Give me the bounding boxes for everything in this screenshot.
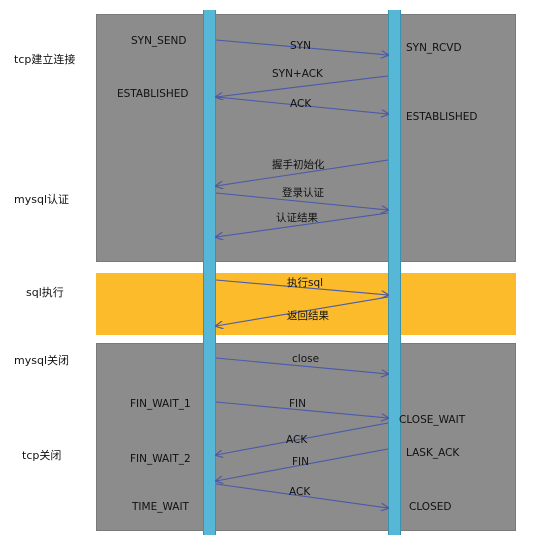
arrow-return-result: [216, 296, 389, 326]
section-label-tcp-connect: tcp建立连接: [14, 53, 76, 66]
msg-label-ack-2: ACK: [286, 434, 308, 446]
section-label-mysql-auth: mysql认证: [14, 193, 69, 206]
arrow-handshake-init: [216, 159, 389, 186]
server-state-syn-rcvd: SYN_RCVD: [406, 42, 462, 54]
arrow-auth-result: [216, 212, 389, 237]
arrow-fin-2: [216, 448, 389, 481]
msg-label-ack-1: ACK: [290, 98, 312, 110]
band-close: [96, 343, 516, 531]
msg-label-login-auth: 登录认证: [282, 187, 324, 199]
arrow-ack-3: [215, 483, 388, 508]
band-connection-auth: [96, 14, 516, 262]
server-lifeline: [388, 10, 401, 535]
msg-label-return-result: 返回结果: [287, 310, 329, 322]
arrow-fin-1: [215, 401, 388, 418]
client-state-fin-wait-2: FIN_WAIT_2: [130, 453, 191, 465]
section-label-sql-exec: sql执行: [26, 286, 64, 299]
arrow-ack-1: [215, 96, 388, 114]
msg-label-fin-2: FIN: [292, 456, 309, 468]
server-state-closed: CLOSED: [409, 501, 452, 513]
server-state-lask-ack: LASK_ACK: [406, 447, 460, 459]
client-state-established: ESTABLISHED: [117, 88, 189, 100]
client-lifeline: [203, 10, 216, 535]
arrow-login-auth: [215, 192, 388, 210]
arrow-syn-ack: [216, 75, 389, 97]
client-state-syn-send: SYN_SEND: [131, 35, 187, 47]
arrow-ack-2: [216, 422, 389, 455]
msg-label-fin-1: FIN: [289, 398, 306, 410]
arrow-exec-sql: [215, 279, 388, 295]
msg-label-handshake-init: 握手初始化: [272, 159, 325, 171]
msg-label-ack-3: ACK: [289, 486, 311, 498]
msg-label-close: close: [292, 353, 320, 365]
msg-label-syn-ack: SYN+ACK: [272, 68, 323, 80]
band-sql-exec: [96, 273, 516, 335]
msg-label-auth-result: 认证结果: [276, 212, 318, 224]
section-label-tcp-close: tcp关闭: [22, 449, 62, 462]
server-state-established: ESTABLISHED: [406, 111, 478, 123]
client-state-time-wait: TIME_WAIT: [132, 501, 189, 513]
server-state-close-wait: CLOSE_WAIT: [399, 414, 466, 426]
section-label-mysql-close: mysql关闭: [14, 354, 69, 367]
msg-label-exec-sql: 执行sql: [287, 277, 324, 289]
client-state-fin-wait-1: FIN_WAIT_1: [130, 398, 191, 410]
msg-label-syn: SYN: [290, 40, 311, 52]
arrow-syn: [215, 39, 388, 55]
arrow-close: [215, 357, 388, 374]
